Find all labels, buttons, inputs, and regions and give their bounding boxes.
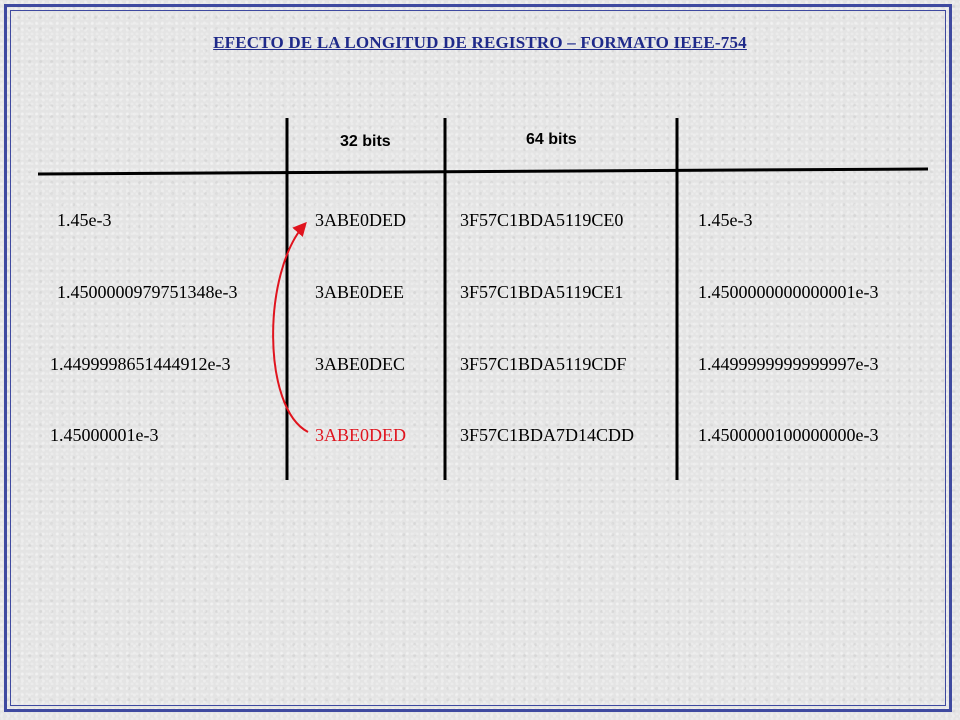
row-3-value: 1.4499998651444912e-3 <box>50 354 231 374</box>
row-2-value: 1.4500000979751348e-3 <box>57 282 238 302</box>
slide-inner-frame <box>10 10 946 706</box>
row-4-hex64: 3F57C1BDA7D14CDD <box>460 425 635 445</box>
row-1-hex64: 3F57C1BDA5119CE0 <box>460 210 624 230</box>
header-64-bits: 64 bits <box>526 131 577 148</box>
row-4-result64: 1.4500000100000000e-3 <box>698 425 879 445</box>
row-3-result64: 1.4499999999999997e-3 <box>698 354 879 374</box>
slide-frame <box>4 4 952 712</box>
header-divider-line <box>37 167 929 176</box>
red-arrow <box>272 221 309 433</box>
row-1-hex32: 3ABE0DED <box>315 210 406 230</box>
row-4-hex32-highlighted: 3ABE0DED <box>315 425 406 445</box>
row-2-hex64: 3F57C1BDA5119CE1 <box>460 282 624 302</box>
row-1-value: 1.45e-3 <box>57 210 112 230</box>
row-2-hex32: 3ABE0DEE <box>315 282 404 302</box>
header-32-bits: 32 bits <box>340 133 391 150</box>
row-1-result64: 1.45e-3 <box>698 210 753 230</box>
slide-title: EFECTO DE LA LONGITUD DE REGISTRO – FORM… <box>213 33 747 52</box>
row-3-hex64: 3F57C1BDA5119CDF <box>460 354 627 374</box>
row-2-result64: 1.4500000000000001e-3 <box>698 282 879 302</box>
row-3-hex32: 3ABE0DEC <box>315 354 405 374</box>
row-4-value: 1.45000001e-3 <box>50 425 159 445</box>
